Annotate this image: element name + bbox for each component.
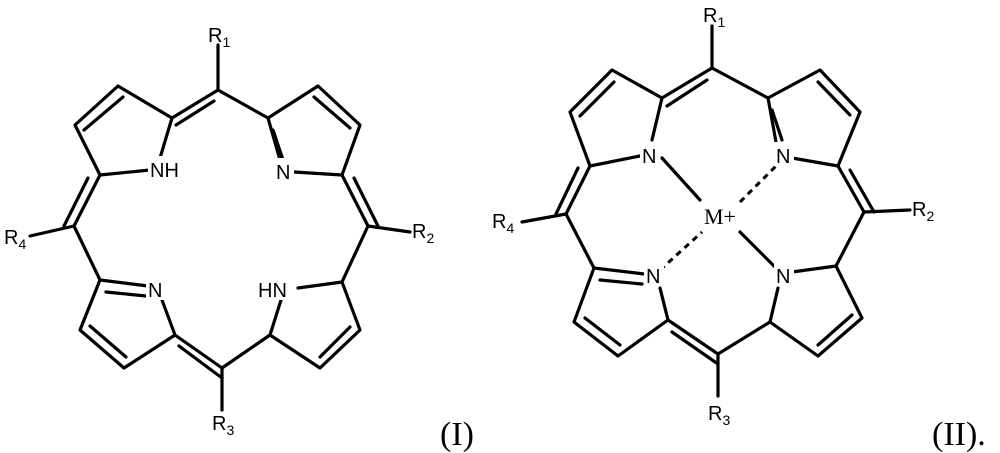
figure-label-1: (I)	[440, 416, 474, 453]
pyrrole-tl-bonds	[75, 86, 218, 175]
substituent-r1-label: R1	[208, 25, 230, 50]
n-label: N	[646, 266, 660, 288]
hn-label: HN	[258, 280, 287, 302]
free-base-porphyrin-structure: NH N N HN R1 R4 R2 R3 (I)	[4, 25, 474, 453]
figure-label-2: (II).	[932, 416, 986, 453]
substituent-r3-label: R3	[212, 413, 234, 438]
coordination-bond	[740, 232, 776, 268]
dative-bond	[740, 166, 776, 202]
substituent-r3-label: R3	[708, 403, 730, 428]
n-label: N	[776, 266, 790, 288]
metalloporphyrin-structure: N N N N M+ R1 R4 R2 R3 (II).	[492, 5, 986, 453]
dative-bond	[660, 232, 702, 270]
n-label: N	[642, 146, 656, 168]
coordination-bond	[662, 158, 700, 200]
substituent-r1-label: R1	[703, 5, 725, 30]
substituent-r2-label: R2	[912, 199, 934, 224]
n-label: N	[776, 146, 790, 168]
metal-ion-label: M+	[704, 204, 736, 229]
nh-label: NH	[150, 160, 179, 182]
substituent-r4-label: R4	[492, 211, 514, 236]
n-label: N	[148, 280, 162, 302]
substituent-r2-label: R2	[412, 221, 434, 246]
substituent-r4-label: R4	[4, 227, 26, 252]
n-label: N	[276, 162, 290, 184]
